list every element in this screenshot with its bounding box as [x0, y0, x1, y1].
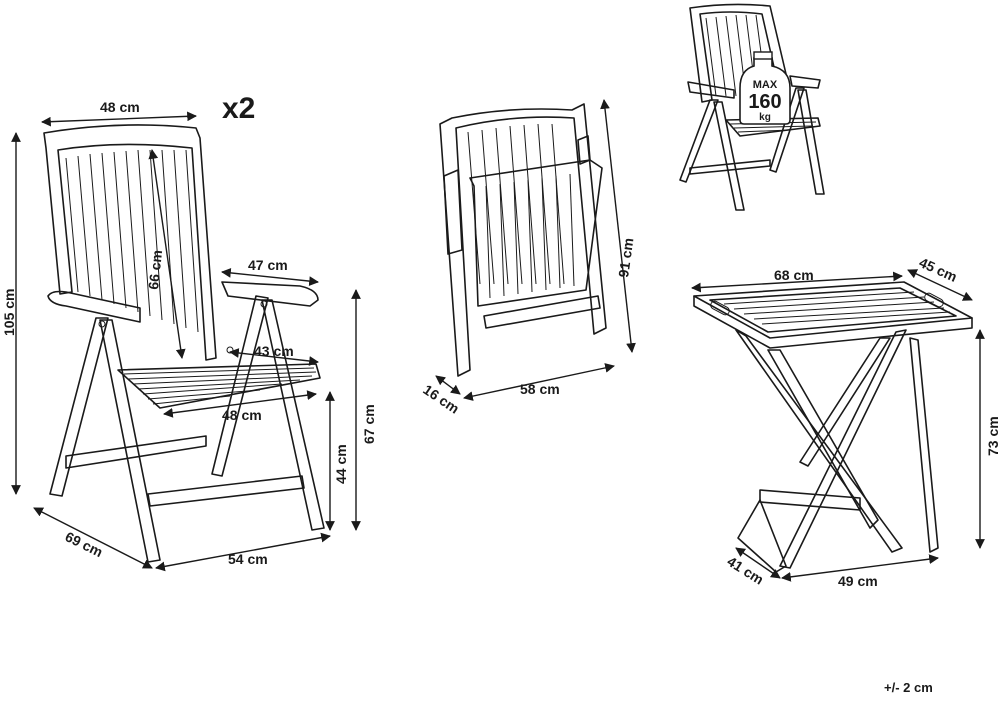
badge-max-label: MAX	[753, 79, 778, 91]
badge-weight-value: 160	[748, 91, 781, 113]
quantity-label: x2	[222, 92, 255, 125]
weight-capacity-badge: MAX 160 kg	[739, 51, 791, 125]
folded-height-label: 91 cm	[615, 237, 636, 279]
chair-arm-height-label: 67 cm	[361, 404, 377, 444]
folded-thickness-label: 16 cm	[420, 381, 462, 416]
folded-chair-drawing	[439, 103, 607, 377]
chair-back-height-label: 66 cm	[145, 249, 165, 290]
folded-chair-dimension-lines	[435, 99, 636, 401]
tolerance-note: +/- 2 cm	[884, 680, 933, 695]
table-dimension-lines	[691, 269, 985, 582]
table-height-label: 73 cm	[985, 416, 1000, 456]
chair-seat-depth-label: 43 cm	[254, 343, 294, 359]
table-tray-length-label: 68 cm	[774, 267, 814, 283]
tray-table-drawing	[693, 281, 973, 573]
chair-seat-height-label: 44 cm	[333, 444, 349, 484]
chair-seat-width-label: 48 cm	[222, 407, 262, 423]
chair-back-width-label: 48 cm	[100, 99, 140, 115]
table-base-width-label: 49 cm	[838, 573, 878, 589]
badge-unit-label: kg	[759, 112, 771, 123]
folded-width-label: 58 cm	[520, 381, 560, 397]
chair-base-width-label: 54 cm	[228, 551, 268, 567]
chair-total-height-label: 105 cm	[1, 289, 17, 336]
table-tray-width-label: 45 cm	[917, 254, 960, 285]
chair-dimension-lines	[11, 111, 361, 572]
chair-armrest-length-label: 47 cm	[248, 257, 288, 273]
